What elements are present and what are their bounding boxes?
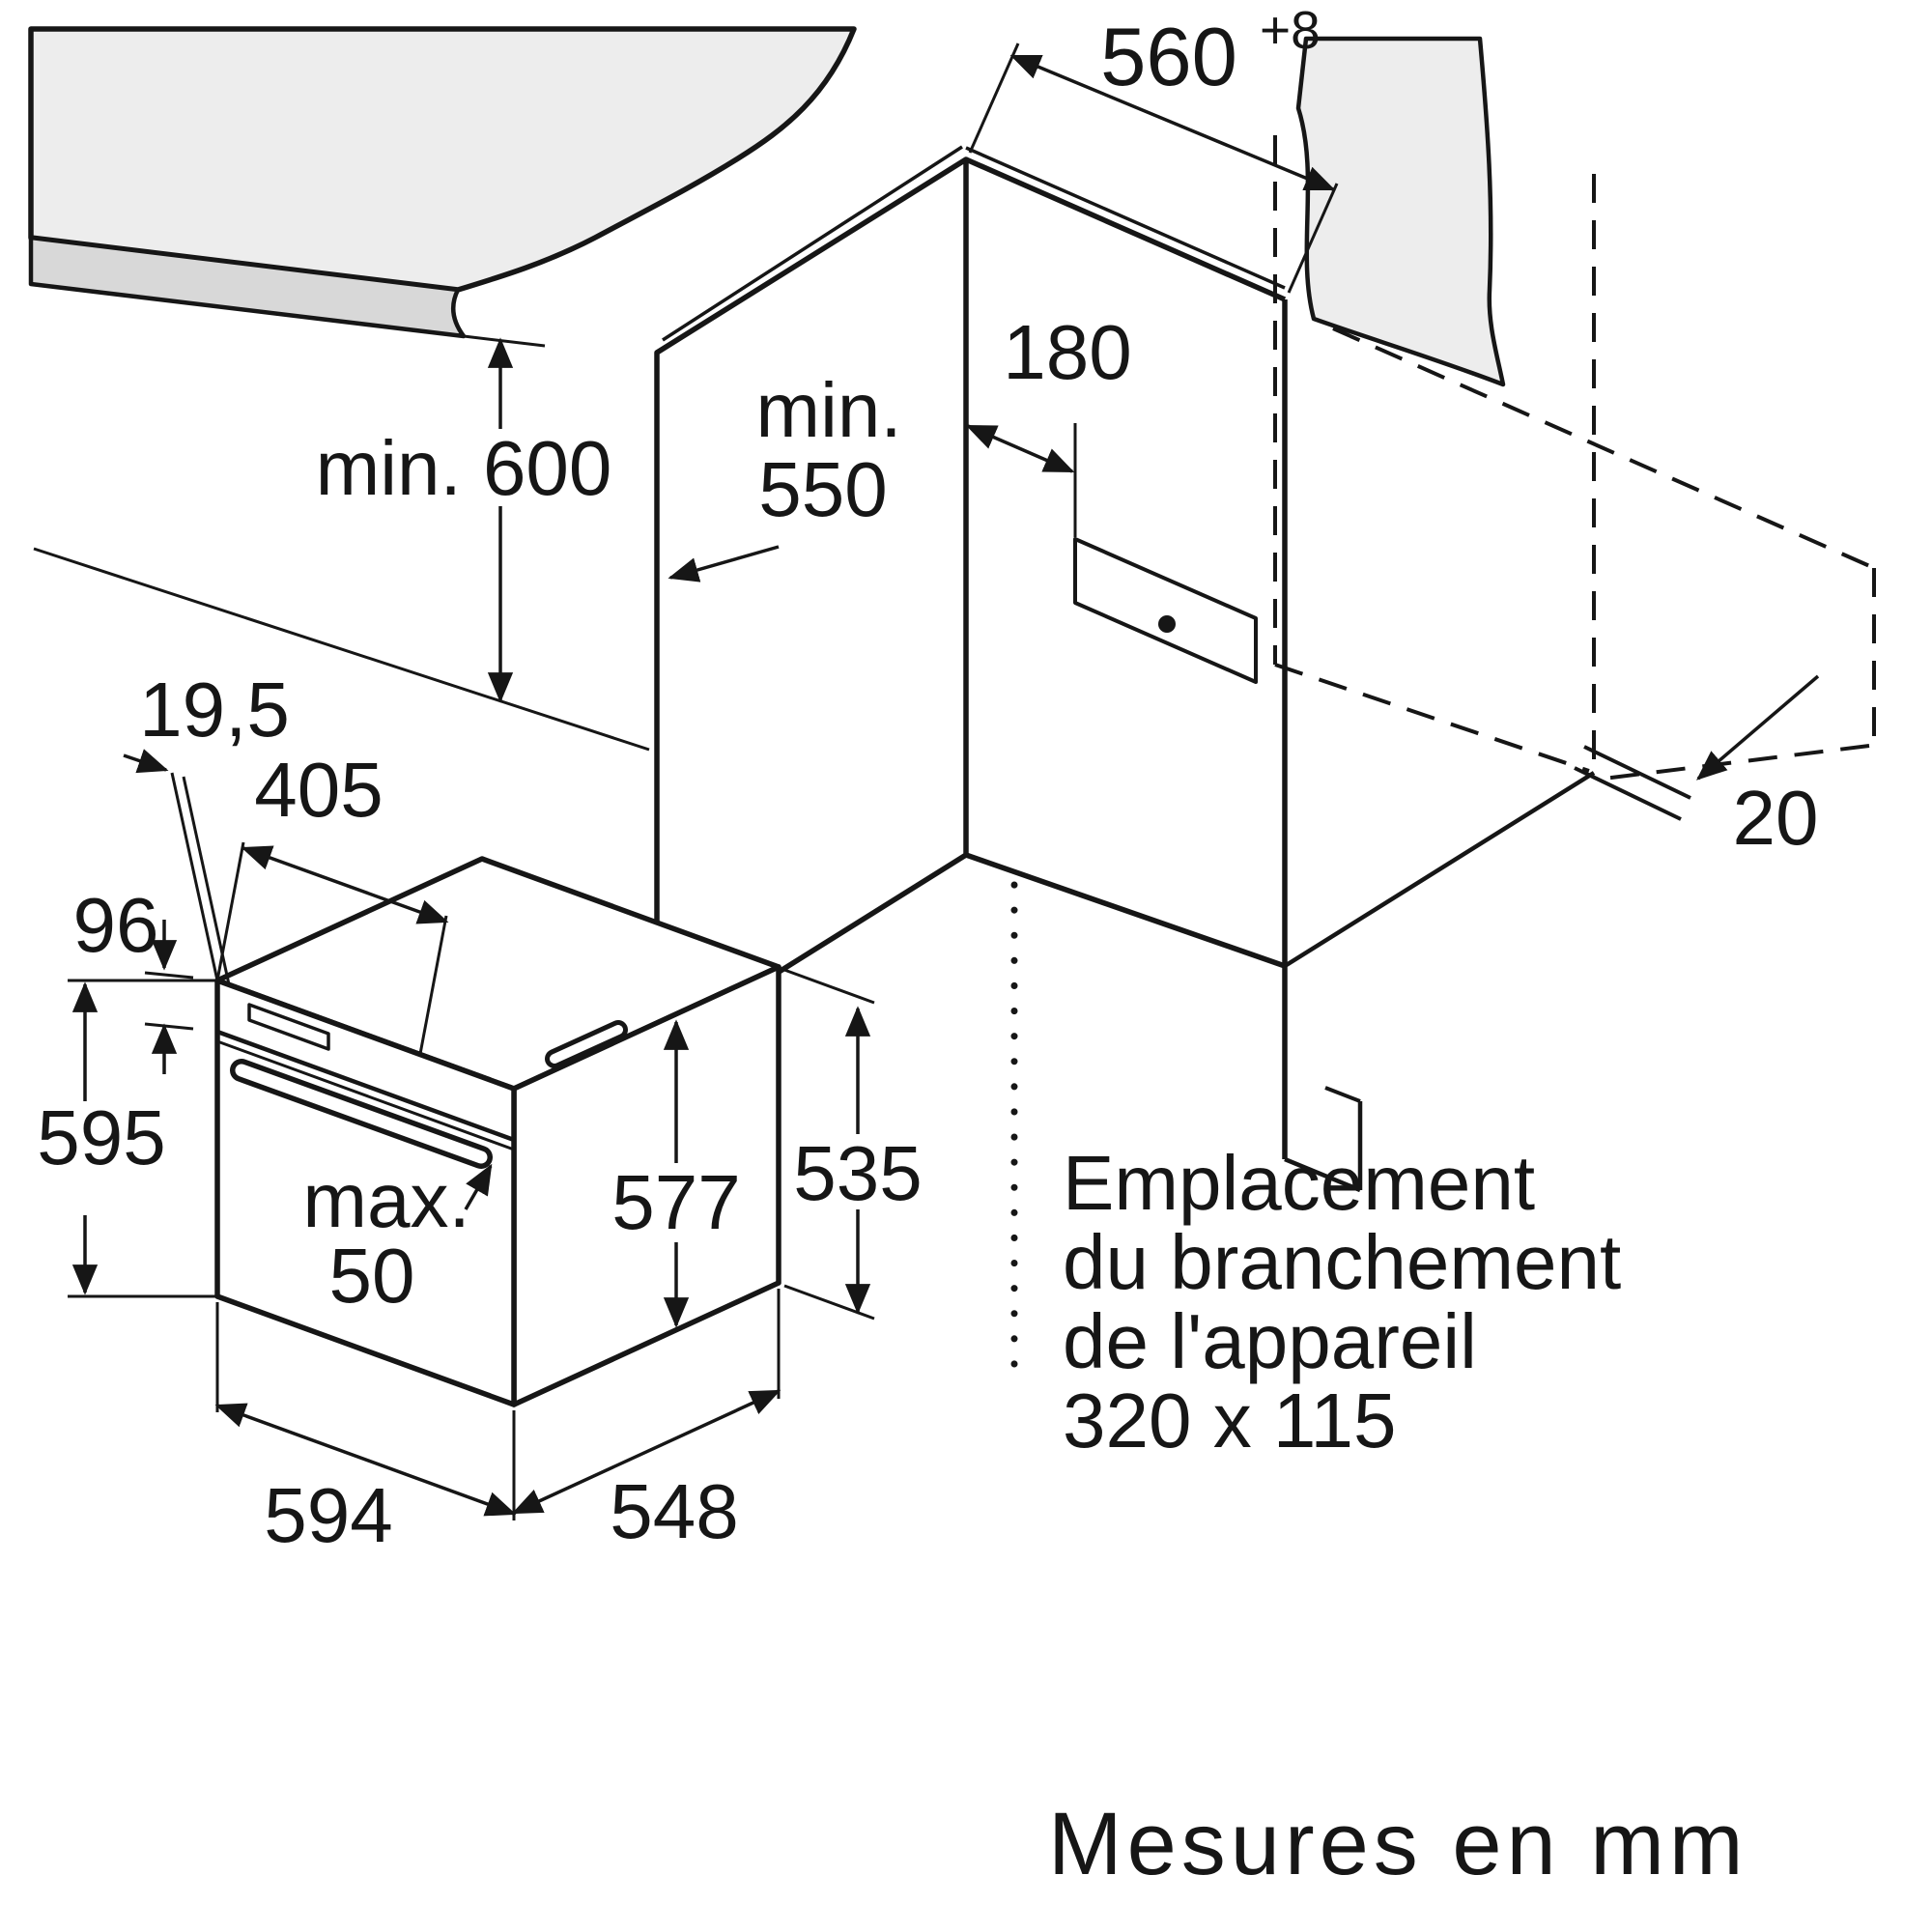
note-line-2: du branchement <box>1063 1219 1621 1305</box>
dim-niche-width-560: 560 +8 <box>968 0 1339 294</box>
countertop-surface <box>28 26 857 293</box>
dim-depth-548: 548 <box>511 1289 781 1554</box>
dim-width-594: 594 <box>214 1302 517 1558</box>
connection-hatch-area <box>1073 537 1258 684</box>
dim-connection-offset-180: 180 <box>965 309 1132 473</box>
dim-line <box>965 424 1075 473</box>
dim-width-label: 594 <box>264 1472 392 1558</box>
dim-trim-gap-label: 19,5 <box>139 667 290 753</box>
oven-door-handle <box>235 1064 488 1164</box>
rear-gap-line-1 <box>1574 766 1682 821</box>
oven <box>214 856 781 1407</box>
countertop-ext-line <box>463 334 546 348</box>
dim-door-height-577: 577 <box>611 1019 741 1328</box>
dim-trim-gap-19-5: 19,5 <box>123 667 290 985</box>
dim-ext-line-2 <box>144 1022 194 1031</box>
niche-shelf-front-edge <box>965 852 1286 969</box>
dim-leader-arrow <box>668 545 780 582</box>
dim-depth-label: 548 <box>610 1468 738 1554</box>
dim-construction-line <box>33 547 650 752</box>
oven-side-grip <box>550 1025 623 1064</box>
note-line-1: Emplacement <box>1063 1140 1535 1226</box>
dim-arrow <box>123 749 169 774</box>
rear-gap-line-2 <box>1583 745 1691 800</box>
cabinet-top-edge-line <box>662 145 963 342</box>
units-note: Mesures en mm <box>1048 1795 1748 1893</box>
countertop-edge-band <box>28 235 467 339</box>
dim-front-height-label: 595 <box>37 1094 165 1180</box>
countertop <box>28 26 857 348</box>
dim-leader-arrow <box>464 1163 493 1210</box>
note-line-3: de l'appareil <box>1063 1298 1477 1384</box>
oven-display <box>247 1003 330 1051</box>
dim-line <box>1009 54 1336 191</box>
dim-ext-line-2 <box>1287 183 1339 294</box>
dim-min-height-label: min. 600 <box>316 425 612 511</box>
connection-dot <box>1158 615 1176 633</box>
dim-rear-gap-20: 20 <box>1696 674 1820 861</box>
dim-min-depth-550: min. 550 <box>668 367 902 582</box>
oven-panel-gap-line <box>216 1039 515 1151</box>
dim-rear-gap-label: 20 <box>1733 775 1819 861</box>
dim-panel-height-label: 96 <box>73 882 159 968</box>
dim-panel-width-405: 405 <box>215 747 449 1055</box>
dim-rear-height-535: 535 <box>783 968 923 1321</box>
dim-leader-arrow <box>1696 674 1820 781</box>
dim-offset-label: 180 <box>1003 309 1131 395</box>
niche <box>964 36 1876 1193</box>
cabinet-side-panel <box>654 156 969 1051</box>
niche-top-edge-line <box>965 146 1286 290</box>
wall-cutout <box>1295 36 1506 387</box>
dim-handle-label-1: max. <box>302 1157 469 1243</box>
dim-niche-width-label: 560 <box>1100 12 1237 103</box>
dim-ext-line-2 <box>182 776 231 985</box>
dim-rear-height-label: 535 <box>793 1130 922 1216</box>
dim-line <box>214 1403 517 1517</box>
dim-panel-width-label: 405 <box>254 747 383 833</box>
dim-ext-line-2 <box>418 915 448 1055</box>
dim-ext-line-1 <box>783 968 875 1005</box>
oven-control-panel-line <box>216 1029 515 1143</box>
right-cabinet-plinth-edge <box>1284 1156 1361 1193</box>
connection-note: Emplacement du branchement de l'appareil… <box>1010 881 1621 1463</box>
dim-line <box>241 845 449 924</box>
niche-top-edge <box>964 156 1287 302</box>
dim-ext-line-1 <box>144 971 194 980</box>
dim-min-depth-label-2: 550 <box>758 446 887 532</box>
dim-door-height-label: 577 <box>611 1159 740 1245</box>
niche-shelf-right-edge <box>1283 771 1596 968</box>
dim-min-height-600: min. 600 <box>33 337 650 752</box>
dim-ext-line-1 <box>215 841 245 981</box>
dim-min-depth-label-1: min. <box>755 367 901 453</box>
hidden-edge-shelf-back <box>1274 663 1590 773</box>
dim-panel-height-96: 96 <box>73 882 194 1074</box>
dim-ext-line-1 <box>170 772 219 981</box>
dim-handle-max-50: max. 50 <box>302 1157 493 1319</box>
dim-handle-label-2: 50 <box>329 1233 415 1319</box>
right-cabinet-plinth-top <box>1324 1086 1361 1103</box>
dim-ext-line-1 <box>968 43 1020 154</box>
hidden-edge-wall-top <box>1332 327 1875 570</box>
dim-front-height-595: 595 <box>37 979 217 1298</box>
dim-ext-line-2 <box>783 1284 875 1321</box>
note-line-4: 320 x 115 <box>1063 1378 1396 1463</box>
dim-niche-width-tolerance: +8 <box>1260 0 1321 60</box>
dim-line <box>511 1389 781 1515</box>
